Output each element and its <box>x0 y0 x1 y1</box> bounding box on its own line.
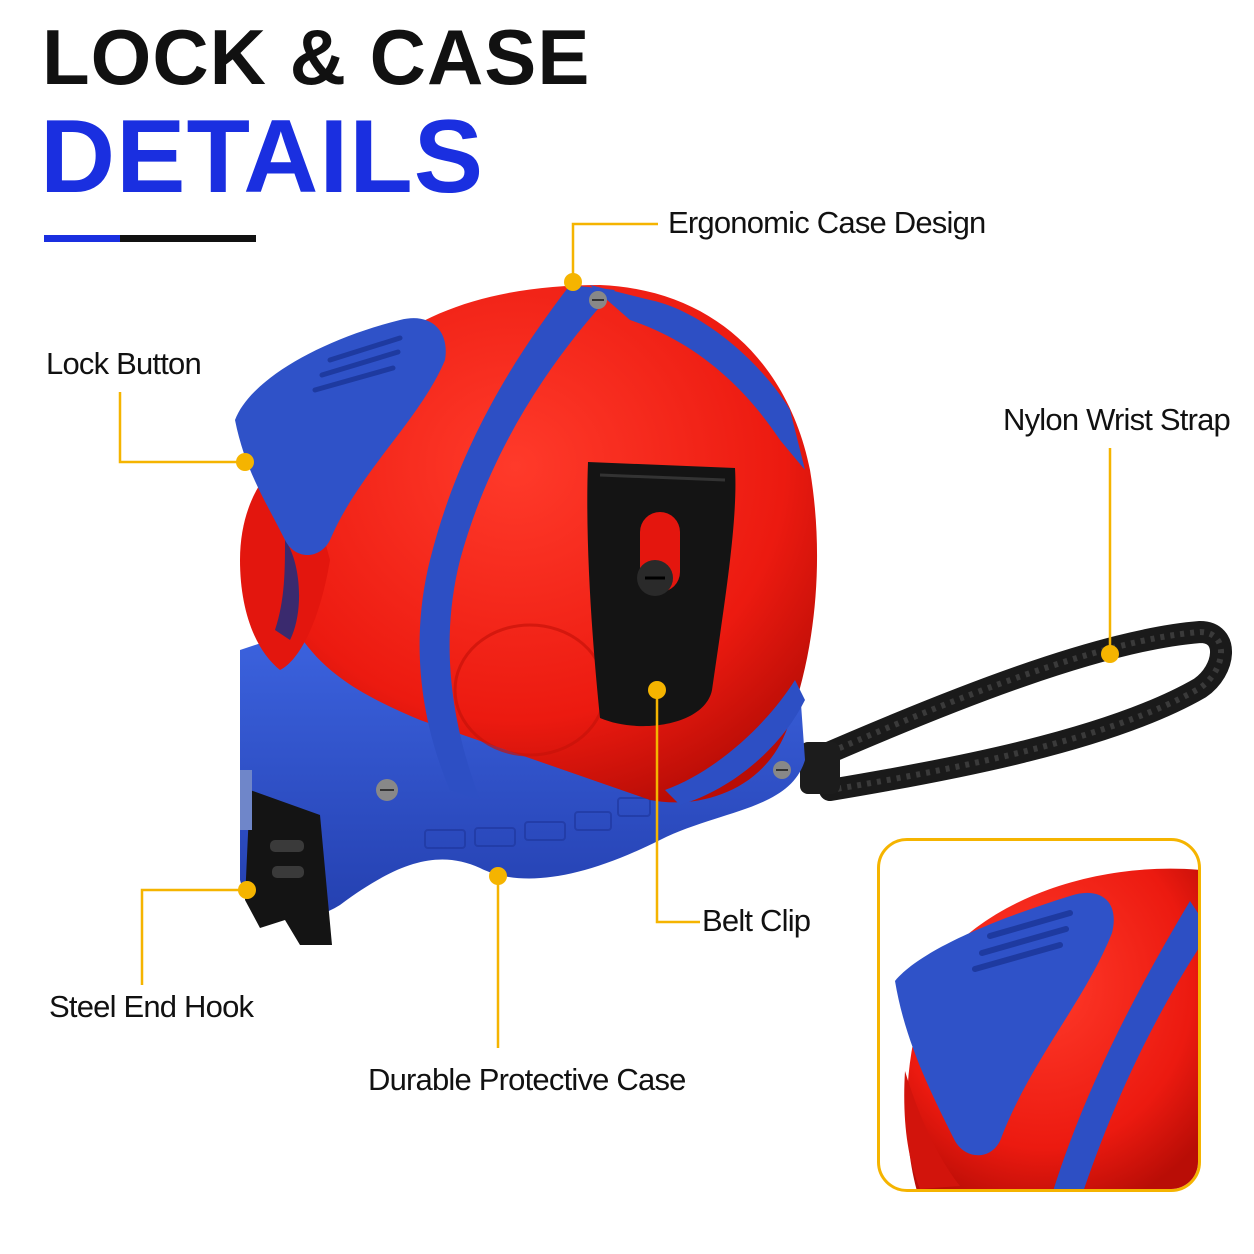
steel-end-hook <box>240 770 332 945</box>
case-blue-band <box>419 285 615 800</box>
label-steel-end-hook: Steel End Hook <box>49 989 254 1024</box>
title-line-2: DETAILS <box>40 99 485 215</box>
belt-clip <box>587 462 736 727</box>
callout-dots <box>236 273 1119 899</box>
label-nylon-wrist-strap: Nylon Wrist Strap <box>1003 402 1231 437</box>
title-underline-blue <box>44 235 120 242</box>
lock-button-closeup <box>895 868 1198 1189</box>
lock-button-zoom-inset <box>877 838 1201 1192</box>
wrist-strap <box>800 620 1232 801</box>
lock-button-shape <box>235 318 446 555</box>
case-screws <box>376 291 791 801</box>
callout-lines <box>118 222 1112 1048</box>
title-line-1: LOCK & CASE <box>42 13 591 101</box>
title-underline-black <box>120 235 256 242</box>
label-lock-button: Lock Button <box>46 346 202 381</box>
label-ergonomic-case-design: Ergonomic Case Design <box>668 205 986 240</box>
label-durable-protective-case: Durable Protective Case <box>368 1062 686 1097</box>
label-belt-clip: Belt Clip <box>702 903 811 938</box>
